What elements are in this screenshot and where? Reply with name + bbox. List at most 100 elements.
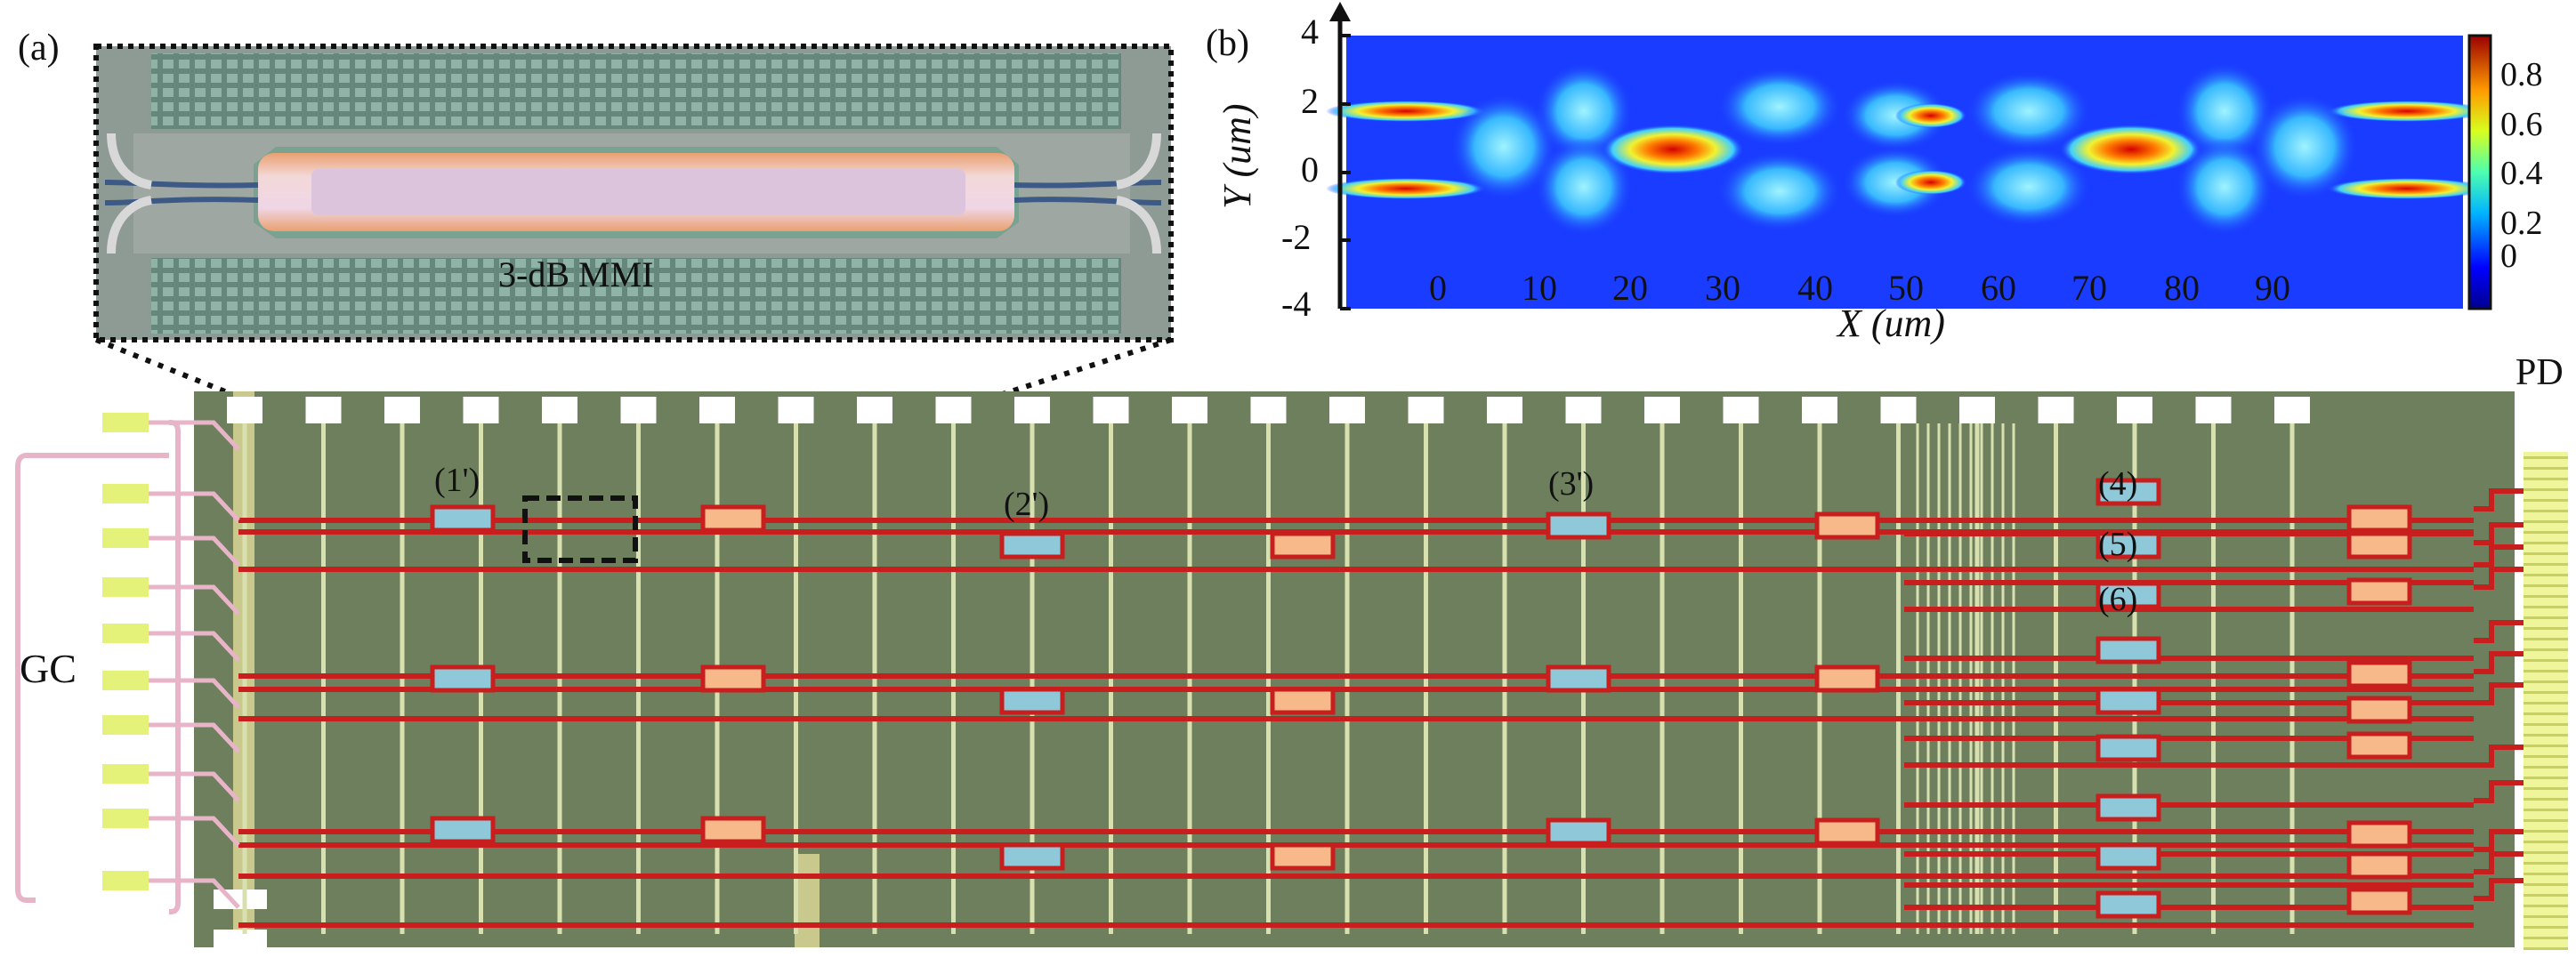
chip-micrograph — [194, 391, 2524, 949]
blue-heater — [1546, 817, 1611, 846]
x-tick-90: 90 — [2255, 268, 2290, 308]
ring-label-5: (5) — [2098, 526, 2138, 563]
heaters — [430, 478, 2412, 919]
gc-pad — [102, 871, 149, 890]
blue-heater — [2096, 890, 2161, 919]
bond-pad — [1408, 397, 1444, 423]
y-axis-arrow — [1329, 2, 1351, 21]
x-tick-30: 30 — [1705, 268, 1740, 308]
fill-tiles-top — [151, 53, 1121, 129]
bond-pad — [1487, 397, 1522, 423]
chip-background — [194, 391, 2515, 947]
orange-heater — [2346, 531, 2412, 560]
blue-heater — [2096, 687, 2161, 715]
chip-bond-pad-2 — [214, 930, 267, 949]
bond-pad — [542, 397, 577, 423]
pd-route — [2474, 651, 2524, 674]
blue-heater — [1546, 511, 1611, 540]
bond-pad — [384, 397, 420, 423]
orange-heater — [1814, 664, 1880, 693]
blue-heater — [2096, 734, 2161, 762]
blue-heater — [2096, 793, 2161, 822]
bond-pad — [2195, 397, 2232, 423]
mmi-zoom-box — [522, 495, 638, 563]
bond-pad — [305, 397, 342, 423]
gc-route — [149, 878, 240, 909]
pd-route — [2474, 780, 2524, 803]
gc-pad — [102, 809, 149, 828]
bond-pad — [935, 397, 972, 423]
orange-heater — [2346, 820, 2412, 849]
gc-route — [149, 491, 240, 522]
bond-pad — [2274, 397, 2310, 423]
pd-label: PD — [2515, 352, 2564, 393]
orange-heater — [1270, 687, 1336, 715]
orange-heater — [2346, 577, 2412, 606]
x-tick-40: 40 — [1797, 268, 1833, 308]
blue-heater — [2096, 636, 2161, 664]
blue-heater — [999, 842, 1065, 871]
gc-pad — [102, 715, 149, 735]
gc-route — [149, 535, 240, 567]
orange-heater — [1814, 817, 1880, 846]
zoom-frame — [93, 44, 1174, 342]
pd-route — [2474, 829, 2524, 852]
panel-b — [1326, 2, 2492, 310]
blue-heater — [2096, 478, 2161, 506]
ring-label-6: (6) — [2098, 581, 2138, 618]
pd-route — [2474, 682, 2524, 705]
pd-route — [2474, 567, 2524, 590]
bond-pad — [1880, 397, 1917, 423]
blue-heater — [1546, 664, 1611, 693]
panel-b-label: (b) — [1206, 23, 1249, 64]
ring-label-2prime: (2') — [1004, 486, 1050, 523]
y-tick-minus4: -4 — [1281, 284, 1312, 324]
y-tick-2: 2 — [1301, 81, 1319, 121]
pd-route — [2474, 878, 2524, 901]
bond-pads — [227, 397, 2310, 423]
x-tick-10: 10 — [1522, 268, 1557, 308]
bond-pad — [620, 397, 657, 423]
blue-heater — [430, 504, 496, 533]
orange-heater — [2346, 504, 2412, 533]
bond-pad — [1329, 397, 1365, 423]
mmi-label: 3-dB MMI — [498, 254, 654, 294]
mmi-left-bends — [107, 133, 153, 254]
bond-pad — [1644, 397, 1680, 423]
bond-pad — [857, 397, 892, 423]
gc-pad — [102, 764, 149, 784]
orange-heater — [2346, 851, 2412, 880]
bond-pad — [1250, 397, 1287, 423]
mmi-input-waveguides — [104, 180, 259, 205]
blue-heater — [430, 816, 496, 844]
bond-pad — [2117, 397, 2152, 423]
blue-heater — [2096, 581, 2161, 609]
bond-pad — [1802, 397, 1837, 423]
x-tick-20: 20 — [1612, 268, 1648, 308]
pd-route — [2474, 620, 2524, 643]
panel-a — [93, 44, 1174, 342]
gc-route — [149, 420, 240, 451]
pd-route — [2474, 488, 2524, 511]
panel-a-label: (a) — [18, 28, 60, 68]
gc-pad — [102, 413, 149, 432]
pd-route — [2474, 745, 2524, 768]
ring-label-3prime: (3') — [1548, 465, 1595, 503]
gc-route — [149, 584, 240, 616]
y-axis-ticks — [1340, 34, 1351, 310]
gc-route — [149, 771, 240, 802]
colorbar — [2467, 34, 2492, 310]
gc-pad — [102, 528, 149, 548]
orange-heater — [2346, 696, 2412, 724]
y-tick-4: 4 — [1301, 12, 1319, 52]
y-tick-0: 0 — [1301, 149, 1319, 189]
pd-route — [2474, 851, 2524, 874]
orange-heater — [700, 816, 766, 844]
x-tick-70: 70 — [2071, 268, 2107, 308]
mmi-right-bends — [1115, 133, 1161, 254]
bond-pad — [2038, 397, 2074, 423]
y-tick-minus2: -2 — [1281, 217, 1312, 257]
mmi-output-waveguides — [1013, 180, 1162, 205]
gc-pad — [102, 484, 149, 503]
blue-heater — [430, 664, 496, 693]
